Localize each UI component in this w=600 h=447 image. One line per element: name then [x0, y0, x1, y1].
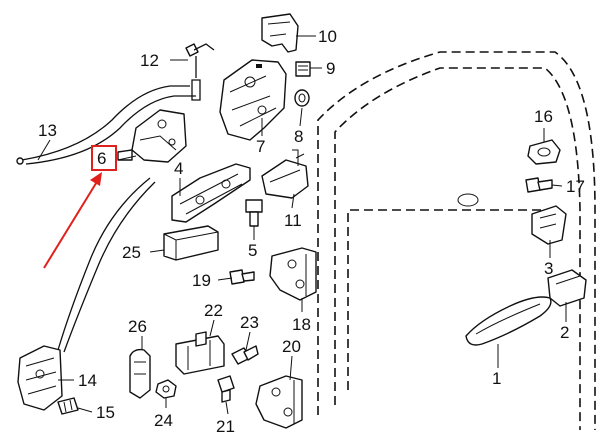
part-20-lower-hinge: [255, 375, 303, 429]
callout-5: 5: [248, 241, 257, 260]
part-3-handle-bracket: [531, 205, 567, 245]
door-outline: [317, 51, 596, 430]
part-1-outer-handle: [465, 296, 552, 346]
callout-7: 7: [256, 137, 265, 156]
part-24-nut: [155, 379, 177, 399]
part-10-lock-cover: [261, 13, 299, 53]
part-21-bolt: [217, 375, 235, 403]
callout-4: 4: [174, 159, 183, 178]
part-7-door-latch: [219, 59, 287, 141]
callout-23: 23: [240, 313, 259, 332]
part-12-clip: [185, 43, 215, 101]
callout-8: 8: [294, 127, 303, 146]
part-4-inner-handle: [171, 163, 251, 223]
part-15-connector: [57, 397, 79, 415]
callout-6: 6: [97, 149, 106, 168]
door-cables: [16, 85, 196, 353]
part-14-latch-actuator: [17, 345, 63, 411]
part-5-bolt: [245, 199, 263, 227]
highlight-arrow-head: [90, 172, 102, 186]
highlight-box: [91, 145, 117, 171]
callout-18: 18: [292, 315, 311, 334]
callout-22: 22: [204, 301, 223, 320]
part-18-upper-hinge: [269, 247, 317, 301]
callout-26: 26: [128, 317, 147, 336]
part-11-module-bracket: [261, 149, 309, 199]
callout-25: 25: [122, 243, 141, 262]
part-17-screw: [525, 177, 553, 193]
part-8-grommet: [294, 89, 310, 107]
callout-1: 1: [492, 369, 501, 388]
callout-13: 13: [38, 121, 57, 140]
highlight-callout-6: [43, 145, 117, 269]
callout-labels: 1 2 3 4 5 6 7 8 9 10 11 12 13 14 15 16 1…: [38, 27, 585, 436]
callout-21: 21: [216, 417, 235, 436]
callout-11: 11: [284, 211, 302, 230]
part-16-striker: [527, 139, 561, 165]
callout-2: 2: [560, 323, 569, 342]
callout-24: 24: [154, 411, 173, 430]
part-26-bump-stop: [129, 348, 151, 399]
callout-12: 12: [140, 51, 159, 70]
callout-10: 10: [318, 27, 337, 46]
part-22-door-check: [175, 331, 225, 375]
callout-16: 16: [534, 107, 553, 126]
callout-15: 15: [96, 403, 115, 422]
part-25-pad: [163, 225, 219, 261]
highlight-arrow-line: [43, 179, 99, 269]
part-6-latch-bracket: [117, 109, 187, 163]
callout-20: 20: [282, 337, 301, 356]
part-9-screw: [295, 61, 311, 77]
callout-14: 14: [78, 371, 97, 390]
part-23-bolt: [231, 345, 259, 365]
part-19-bolt: [229, 269, 255, 285]
callout-19: 19: [192, 271, 211, 290]
callout-17: 17: [566, 177, 585, 196]
callout-9: 9: [326, 59, 335, 78]
leader-lines: [37, 35, 567, 415]
callout-3: 3: [544, 259, 553, 278]
